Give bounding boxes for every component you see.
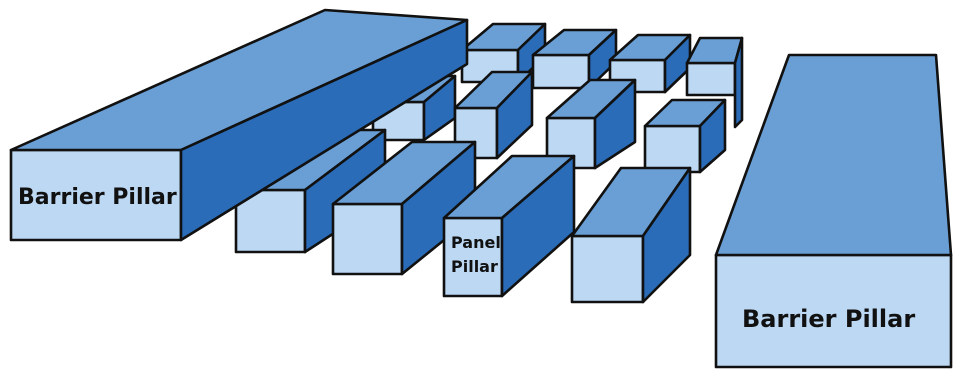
barrier-pillar-right <box>714 53 953 369</box>
panel-pillar-r1c4 <box>685 36 744 129</box>
panel-pillar-r3c2 <box>331 140 477 276</box>
panel-pillar-label-line2: Pillar <box>451 257 498 276</box>
panel-pillar-label-line1: Panel <box>451 233 501 252</box>
panel-pillar-r2c3 <box>545 78 637 170</box>
barrier-pillar-left <box>9 8 469 242</box>
panel-pillar-r3c4 <box>570 166 692 304</box>
panel-pillar-r3c3 <box>442 154 576 298</box>
panel-pillar-r2c4 <box>643 98 727 174</box>
left-barrier-label: Barrier Pillar <box>18 185 177 210</box>
right-barrier-label: Barrier Pillar <box>742 305 915 333</box>
